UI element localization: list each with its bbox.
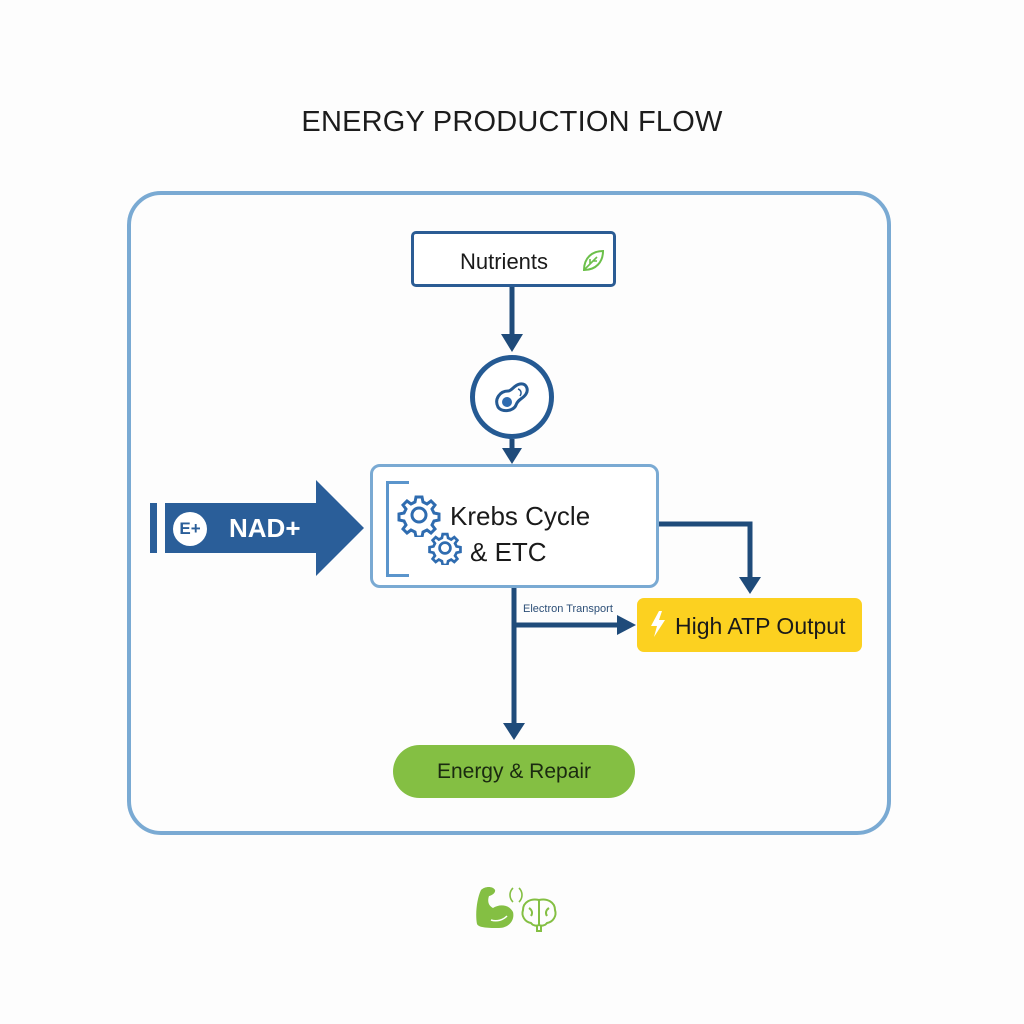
arrowhead [503,723,525,740]
cell-node [470,355,554,439]
krebs-label-line2: & ETC [470,537,547,567]
flow-frame [127,191,891,835]
diagram-title: ENERGY PRODUCTION FLOW [301,106,723,138]
arrowhead [617,615,636,635]
repair-label: Energy & Repair [436,760,592,783]
leaf-icon [580,248,606,279]
electron-transport-label: Electron Transport [523,603,613,615]
nutrients-node: Nutrients [411,231,616,287]
swap-icon [509,886,523,909]
bracket-decoration [386,481,409,577]
muscle-icon [473,884,517,935]
atp-output-node: High ATP Output [637,598,862,652]
nad-label: NAD+ [229,513,301,543]
nad-arrow [165,480,364,576]
krebs-cycle-node: Krebs Cycle & ETC [370,464,659,588]
arrowhead [739,577,761,594]
krebs-label-line1: Krebs Cycle [450,501,591,531]
brain-icon [519,896,559,939]
nad-arrow-tick [150,503,157,553]
energy-plus-icon: E+ [173,512,207,546]
arrowhead [501,334,523,352]
gear-icon [397,493,441,542]
nutrients-label: Nutrients [460,249,549,274]
atp-label: High ATP Output [675,613,846,639]
gear-icon [428,531,462,570]
arrowhead [502,448,522,464]
energy-repair-node: Energy & Repair [393,745,635,798]
arrow-krebs-to-atp [659,521,753,580]
lightning-icon [649,610,667,643]
cell-icon [492,377,532,422]
